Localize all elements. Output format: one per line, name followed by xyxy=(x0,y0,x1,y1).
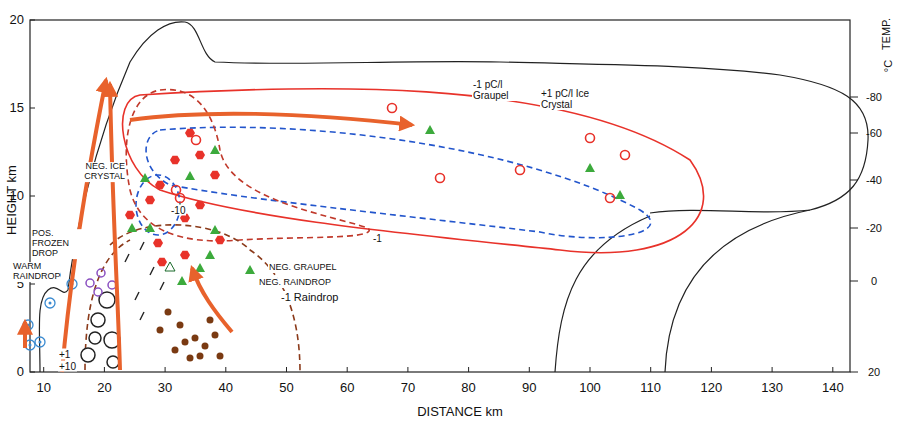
tick-label: 110 xyxy=(640,381,661,395)
tick-label: 60 xyxy=(340,381,354,395)
tick-label: 130 xyxy=(761,381,783,395)
temperature-tick: -20 xyxy=(866,222,882,234)
tick-label: 120 xyxy=(701,381,723,395)
tick-label: 40 xyxy=(219,381,233,395)
temperature-tick: -40 xyxy=(866,174,882,186)
contour-value: -10 xyxy=(170,205,186,216)
tick-label: 10 xyxy=(10,189,24,203)
tick-label: 20 xyxy=(97,381,111,395)
temperature-tick: 20 xyxy=(868,366,880,378)
contour-label: +1 pC/l Ice Crystal xyxy=(540,88,608,110)
plot-frame xyxy=(30,20,850,372)
particle-label: NEG. GRAUPEL xyxy=(268,263,338,273)
contour-value: +1 xyxy=(58,349,71,360)
cloud-outline xyxy=(39,22,868,372)
temperature-tick: 0 xyxy=(871,275,877,287)
tick-label: 100 xyxy=(579,381,601,395)
charge-contours xyxy=(85,89,704,372)
tick-label: 50 xyxy=(279,381,293,395)
tick-label: 10 xyxy=(36,381,50,395)
particle-label: NEG. ICE CRYSTAL xyxy=(62,162,126,182)
axis-title: TEMP. xyxy=(880,18,892,50)
axis-ticks xyxy=(30,20,858,372)
axis-unit: °C xyxy=(882,60,894,72)
contour-value: -1 xyxy=(372,233,383,244)
tick-label: 20 xyxy=(10,13,24,27)
contour-label: -1 pC/l Graupel xyxy=(472,79,518,101)
particle-label: NEG. RAINDROP xyxy=(258,278,332,288)
temperature-tick: -60 xyxy=(866,127,882,139)
particle-label: WARM RAINDROP xyxy=(12,262,60,282)
tick-label: 80 xyxy=(461,381,475,395)
contour-value: +10 xyxy=(58,361,77,372)
particle-label: POS. FROZEN DROP xyxy=(31,229,91,259)
tick-label: 70 xyxy=(401,381,415,395)
axis-title: DISTANCE km xyxy=(417,405,503,419)
particle-label: -1 Raindrop xyxy=(280,291,339,303)
tick-label: 0 xyxy=(17,365,24,379)
temperature-tick: -80 xyxy=(866,91,882,103)
tick-label: 140 xyxy=(822,381,844,395)
tick-label: 30 xyxy=(158,381,172,395)
tick-label: 15 xyxy=(10,101,24,115)
flow-arrows xyxy=(25,80,412,372)
tick-label: 90 xyxy=(522,381,536,395)
